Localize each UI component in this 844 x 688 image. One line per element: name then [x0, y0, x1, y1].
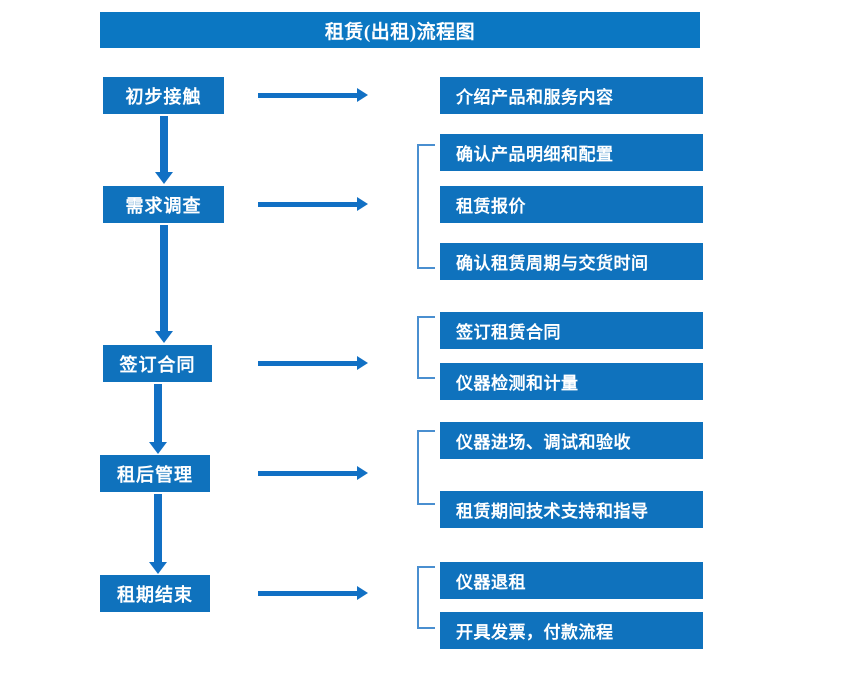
detail-box-yiqi-tuizu[interactable]: 仪器退租	[440, 562, 703, 599]
stage-box-chubu-jiechu[interactable]: 初步接触	[103, 77, 224, 114]
detail-box-queren-zulin-zhouqi[interactable]: 确认租赁周期与交货时间	[440, 243, 703, 280]
group-bracket-2	[417, 144, 435, 269]
stage-box-qianding-hetong[interactable]: 签订合同	[103, 345, 212, 382]
detail-box-yiqi-jiance-jiliang[interactable]: 仪器检测和计量	[440, 363, 703, 400]
link-arrow-right-1	[258, 87, 368, 103]
flow-arrow-down-4	[149, 494, 167, 574]
link-arrow-right-4	[258, 465, 368, 481]
link-arrow-right-5	[258, 585, 368, 601]
stage-box-xuqiu-diaocha[interactable]: 需求调查	[103, 186, 224, 223]
detail-box-qianding-zulin-hetong[interactable]: 签订租赁合同	[440, 312, 703, 349]
detail-box-zulin-baojia[interactable]: 租赁报价	[440, 186, 703, 223]
diagram-title: 租赁(出租)流程图	[100, 12, 700, 48]
stage-box-zuhou-guanli[interactable]: 租后管理	[100, 455, 210, 492]
detail-box-kaiju-fapiao[interactable]: 开具发票，付款流程	[440, 612, 703, 649]
flow-arrow-down-2	[155, 225, 173, 343]
detail-box-queren-chanpin-mingxi[interactable]: 确认产品明细和配置	[440, 134, 703, 171]
stage-box-zuqi-jieshu[interactable]: 租期结束	[100, 575, 210, 612]
group-bracket-3	[417, 316, 435, 379]
detail-box-yiqi-jinchang-tiaoshi[interactable]: 仪器进场、调试和验收	[440, 422, 703, 459]
flow-arrow-down-3	[149, 384, 167, 454]
link-arrow-right-2	[258, 196, 368, 212]
detail-box-jieshao-chanpin[interactable]: 介绍产品和服务内容	[440, 77, 703, 114]
group-bracket-5	[417, 566, 435, 629]
flow-arrow-down-1	[155, 116, 173, 184]
group-bracket-4	[417, 430, 435, 505]
link-arrow-right-3	[258, 355, 368, 371]
detail-box-zulin-qijian-jishu[interactable]: 租赁期间技术支持和指导	[440, 491, 703, 528]
